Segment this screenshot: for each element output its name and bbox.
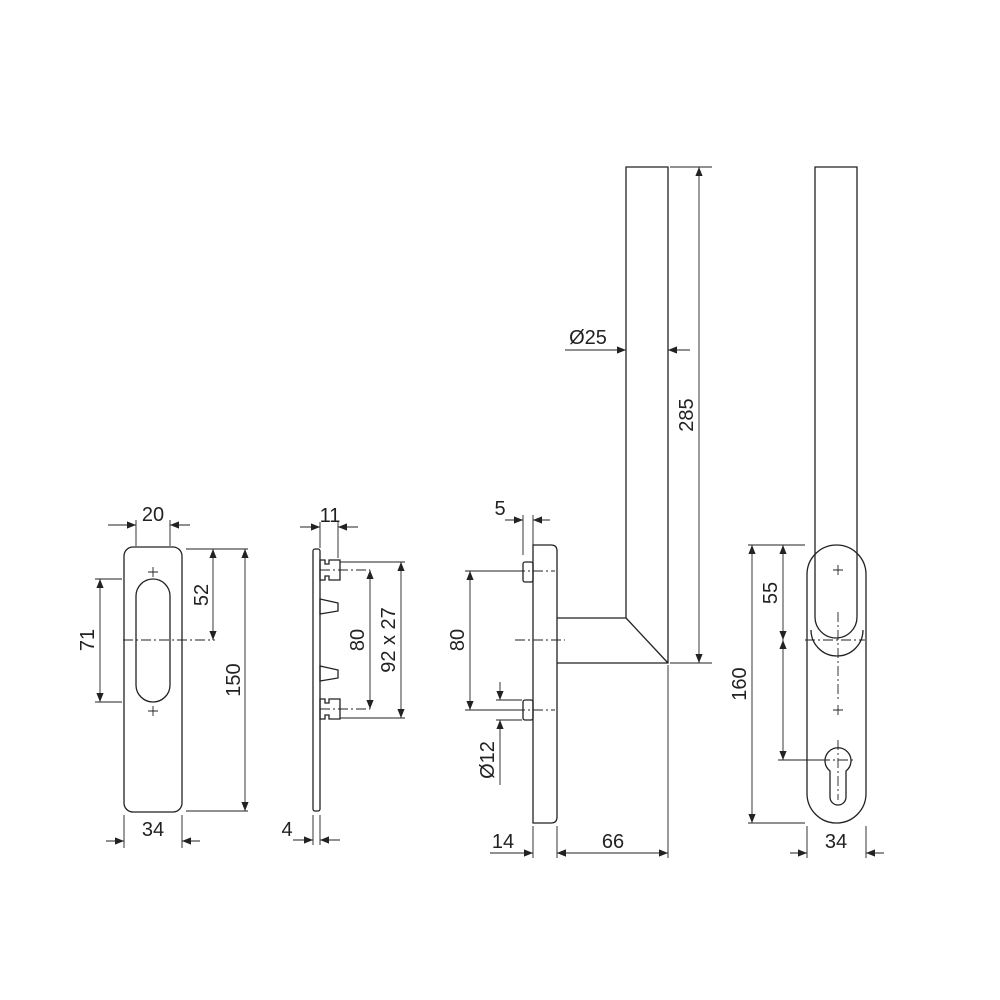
rosette-side-view: 11 80 92 x 27 4 xyxy=(281,505,405,845)
dim-block: 92 x 27 xyxy=(378,607,400,673)
lever-profile xyxy=(557,166,669,664)
dim-slot-length: 71 xyxy=(77,629,99,651)
dim-width-top: 20 xyxy=(142,504,164,526)
dim-width: 34 xyxy=(142,819,164,841)
lever-front xyxy=(814,166,858,639)
dim-pin-offset: 5 xyxy=(494,498,505,520)
spikes xyxy=(319,598,339,682)
dim-slot-offset: 52 xyxy=(191,584,213,606)
dim-front-height: 160 xyxy=(729,667,751,700)
rosette-plate xyxy=(123,546,183,813)
side-plate xyxy=(312,548,321,812)
lower-boss xyxy=(319,698,341,720)
dim-top-offset: 55 xyxy=(760,582,782,604)
dim-plate-thickness: 4 xyxy=(281,819,292,841)
handle-front-view: 160 55 34 xyxy=(729,166,884,858)
dim-projection: 66 xyxy=(602,831,624,853)
handle-side-view: 285 Ø25 5 80 Ø12 14 66 xyxy=(447,166,712,858)
handle-rosette xyxy=(532,544,558,824)
dim-lever-length: 285 xyxy=(676,398,698,431)
screw-marker-icon xyxy=(833,565,843,715)
screw-marker-icon xyxy=(148,567,158,716)
dim-spacing: 80 xyxy=(347,629,369,651)
slot-opening xyxy=(135,578,171,703)
front-rosette xyxy=(806,544,867,824)
cylinder-hole xyxy=(824,747,852,806)
dim-screw-spacing: 80 xyxy=(447,629,469,651)
dim-screw-diameter: Ø12 xyxy=(477,741,499,779)
dim-height: 150 xyxy=(223,663,245,696)
upper-boss xyxy=(319,559,341,581)
rosette-front-view: 20 52 150 71 34 xyxy=(77,504,249,848)
dim-depth: 11 xyxy=(320,505,341,527)
dim-rosette-depth: 14 xyxy=(492,831,514,853)
dim-front-width: 34 xyxy=(825,831,847,853)
dim-lever-diameter: Ø25 xyxy=(569,327,607,349)
upper-screw xyxy=(522,561,534,583)
